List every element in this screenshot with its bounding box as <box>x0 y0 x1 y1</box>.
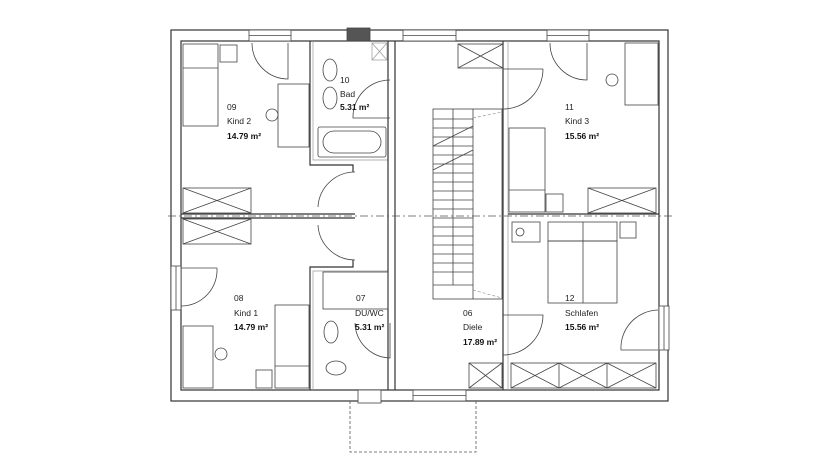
room-number: 12 <box>565 293 575 303</box>
room-number: 06 <box>463 308 473 318</box>
room-name: DU/WC <box>355 308 384 318</box>
room-08: 08 Kind 1 14.79 m² <box>234 293 268 332</box>
room-number: 09 <box>227 102 237 112</box>
bed <box>182 43 219 127</box>
room-number: 08 <box>234 293 244 303</box>
exterior-walls <box>170 29 669 402</box>
balcony <box>349 401 477 453</box>
room-area: 17.89 m² <box>463 337 497 347</box>
furniture <box>182 42 659 389</box>
room-number: 07 <box>356 293 366 303</box>
closets <box>182 43 657 389</box>
interior-walls <box>168 41 672 390</box>
room-06: 06 Diele 17.89 m² <box>463 308 497 347</box>
staircase <box>432 108 503 300</box>
windows <box>170 27 670 404</box>
room-09: 09 Kind 2 14.79 m² <box>227 102 261 141</box>
room-area: 5.31 m² <box>355 322 384 332</box>
room-name: Kind 1 <box>234 308 258 318</box>
room-11: 11 Kind 3 15.56 m² <box>565 102 599 141</box>
room-name: Bad <box>340 89 355 99</box>
room-area: 15.56 m² <box>565 322 599 332</box>
room-number: 10 <box>340 75 350 85</box>
room-area: 5.31 m² <box>340 102 369 112</box>
room-12: 12 Schlafen 15.56 m² <box>565 293 599 332</box>
room-number: 11 <box>565 102 574 112</box>
room-name: Kind 2 <box>227 116 251 126</box>
doors <box>180 42 659 359</box>
room-area: 14.79 m² <box>234 322 268 332</box>
room-name: Schlafen <box>565 308 598 318</box>
room-10: 10 Bad 5.31 m² <box>340 75 369 112</box>
room-07: 07 DU/WC 5.31 m² <box>355 293 384 332</box>
room-area: 15.56 m² <box>565 131 599 141</box>
desk <box>277 83 310 148</box>
room-name: Kind 3 <box>565 116 589 126</box>
room-area: 14.79 m² <box>227 131 261 141</box>
room-name: Diele <box>463 322 483 332</box>
chair <box>265 108 279 122</box>
